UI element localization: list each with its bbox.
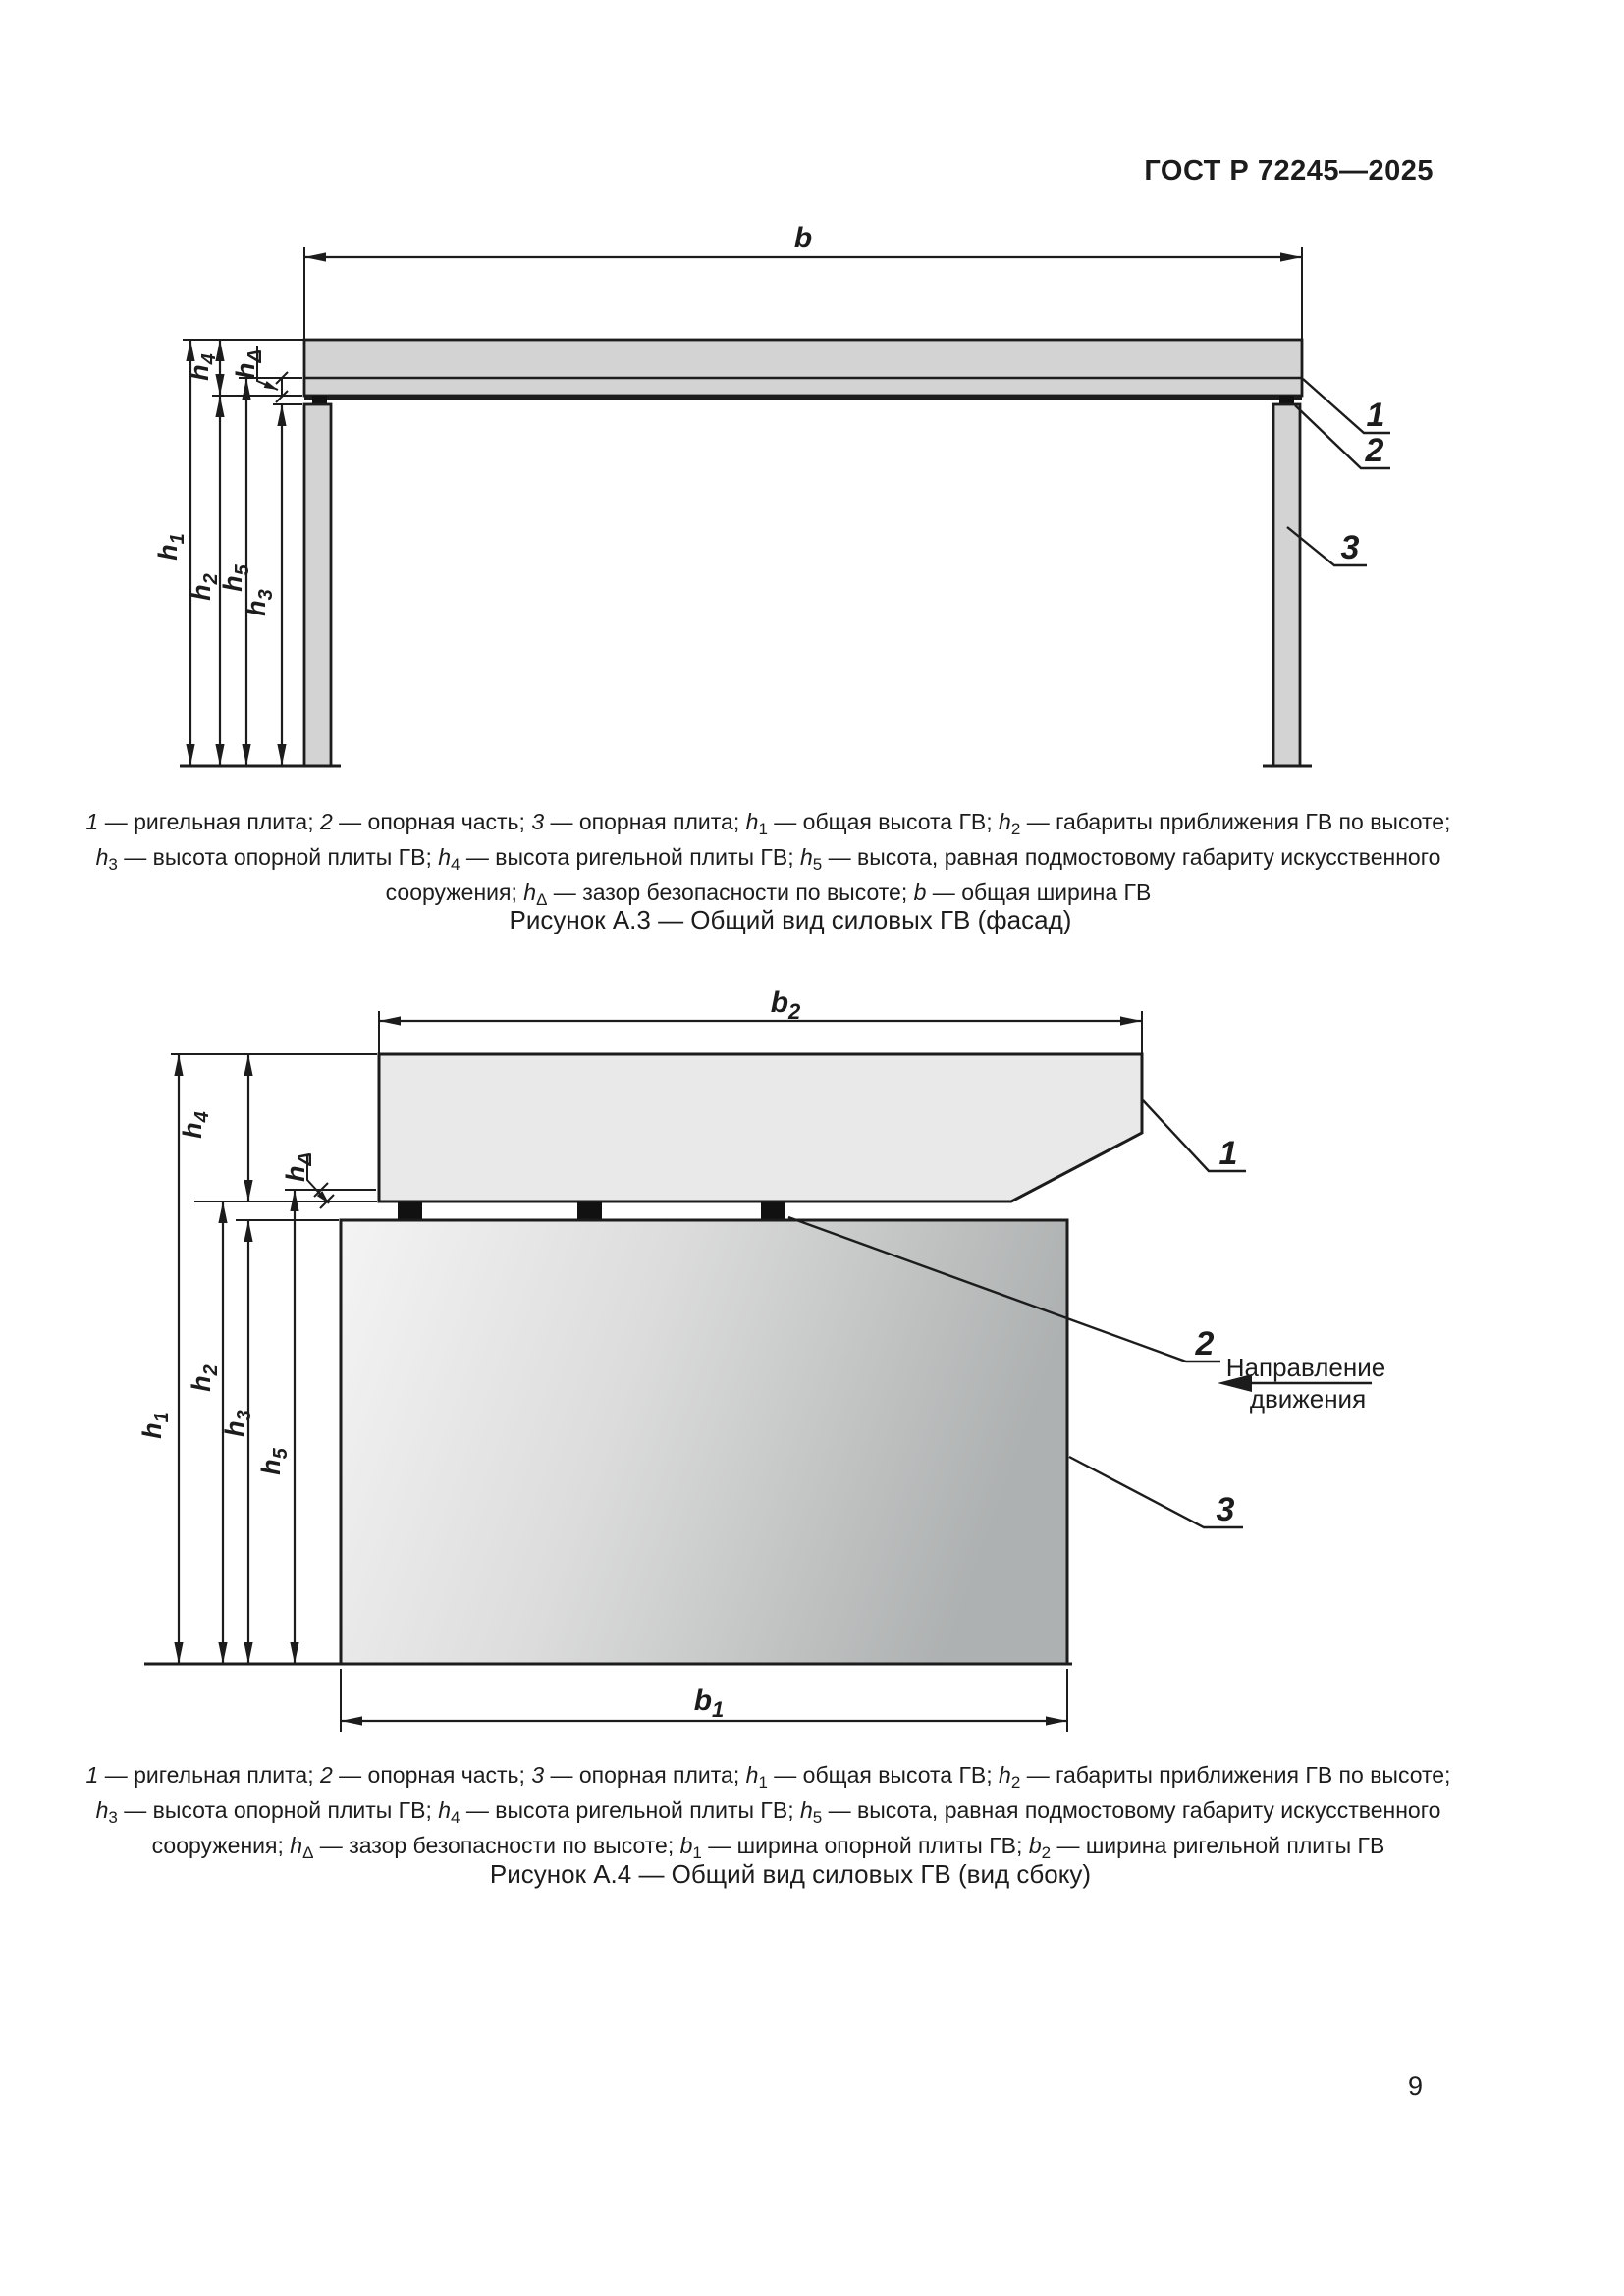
a3-label-h4: h4 (185, 353, 220, 381)
a4-crossbar-plate (377, 1052, 1144, 1203)
a3-label-h2: h2 (187, 573, 222, 601)
figure-a4-drawing: h1 h4 h2 h3 h5 hΔ b2 b1 1 2 3 Направлени… (137, 987, 1385, 1732)
a4-label-h3: h3 (220, 1410, 255, 1437)
a3-leaders: 1 2 3 (1286, 378, 1390, 567)
a3-support-plate-left (302, 402, 333, 768)
document-header: ГОСТ Р 72245—2025 (1144, 155, 1434, 187)
a3-bearing-part-right (1279, 396, 1294, 405)
a3-label-b: b (794, 222, 812, 254)
figure-a3-caption: 1 — ригельная плита; 2 — опорная часть; … (0, 808, 1537, 914)
a4-bearing-part-2 (577, 1202, 602, 1220)
direction-arrow-icon (1218, 1374, 1252, 1392)
a4-label-hdelta: hΔ (281, 1152, 316, 1182)
a4-dim-hdelta (306, 1154, 335, 1209)
caption-line: сооружения; hΔ — зазор безопасности по в… (151, 1833, 1385, 1862)
a4-dimension-lines (174, 1016, 1142, 1726)
a3-bearing-part-left (312, 396, 327, 405)
a4-support-plate (339, 1218, 1069, 1666)
a3-dimension-lines (186, 252, 1302, 766)
a3-callout-3: 3 (1341, 529, 1360, 566)
figure-a4-caption: 1 — ригельная плита; 2 — опорная часть; … (0, 1761, 1537, 1867)
a3-callout-2: 2 (1365, 432, 1384, 469)
a3-support-plate-right (1272, 402, 1302, 768)
a4-callout-1: 1 (1219, 1135, 1238, 1172)
caption-line: h3 — высота опорной плиты ГВ; h4 — высот… (95, 844, 1441, 874)
caption-line: 1 — ригельная плита; 2 — опорная часть; … (85, 809, 1451, 838)
a4-label-h4: h4 (178, 1111, 213, 1139)
caption-line: 1 — ригельная плита; 2 — опорная часть; … (85, 1762, 1451, 1791)
a3-dim-hdelta (256, 346, 289, 403)
a4-leaders: 1 2 3 (787, 1099, 1246, 1529)
a4-label-h5: h5 (256, 1447, 292, 1475)
a3-label-h3: h3 (242, 589, 277, 616)
a3-label-h5: h5 (218, 563, 253, 592)
a4-label-b1: b1 (694, 1684, 725, 1722)
a3-label-h1: h1 (153, 533, 189, 561)
caption-line: сооружения; hΔ — зазор безопасности по в… (385, 880, 1152, 909)
figure-a3-drawing: h1 h4 h2 h5 h3 hΔ b 1 2 3 (153, 222, 1390, 768)
a4-callout-3: 3 (1217, 1491, 1235, 1528)
a3-crossbar-plate (302, 338, 1304, 398)
direction-label-line1: Направление (1226, 1353, 1385, 1382)
a4-label-b2: b2 (771, 987, 801, 1024)
a4-label-h2: h2 (187, 1364, 222, 1392)
a3-callout-1: 1 (1367, 397, 1385, 434)
a4-bearing-part-3 (761, 1202, 785, 1220)
caption-line: h3 — высота опорной плиты ГВ; h4 — высот… (95, 1797, 1441, 1827)
a4-bearing-part-1 (398, 1202, 422, 1220)
a4-callout-2: 2 (1195, 1325, 1215, 1362)
figure-a3-title: Рисунок А.3 — Общий вид силовых ГВ (фаса… (509, 905, 1072, 934)
a4-direction-of-travel: Направление движения (1218, 1353, 1385, 1414)
page-number: 9 (1408, 2071, 1424, 2101)
a4-label-h1: h1 (137, 1412, 173, 1439)
figure-a4-title: Рисунок А.4 — Общий вид силовых ГВ (вид … (489, 1859, 1092, 1889)
direction-label-line2: движения (1250, 1384, 1366, 1414)
a3-label-hdelta: hΔ (231, 349, 266, 379)
